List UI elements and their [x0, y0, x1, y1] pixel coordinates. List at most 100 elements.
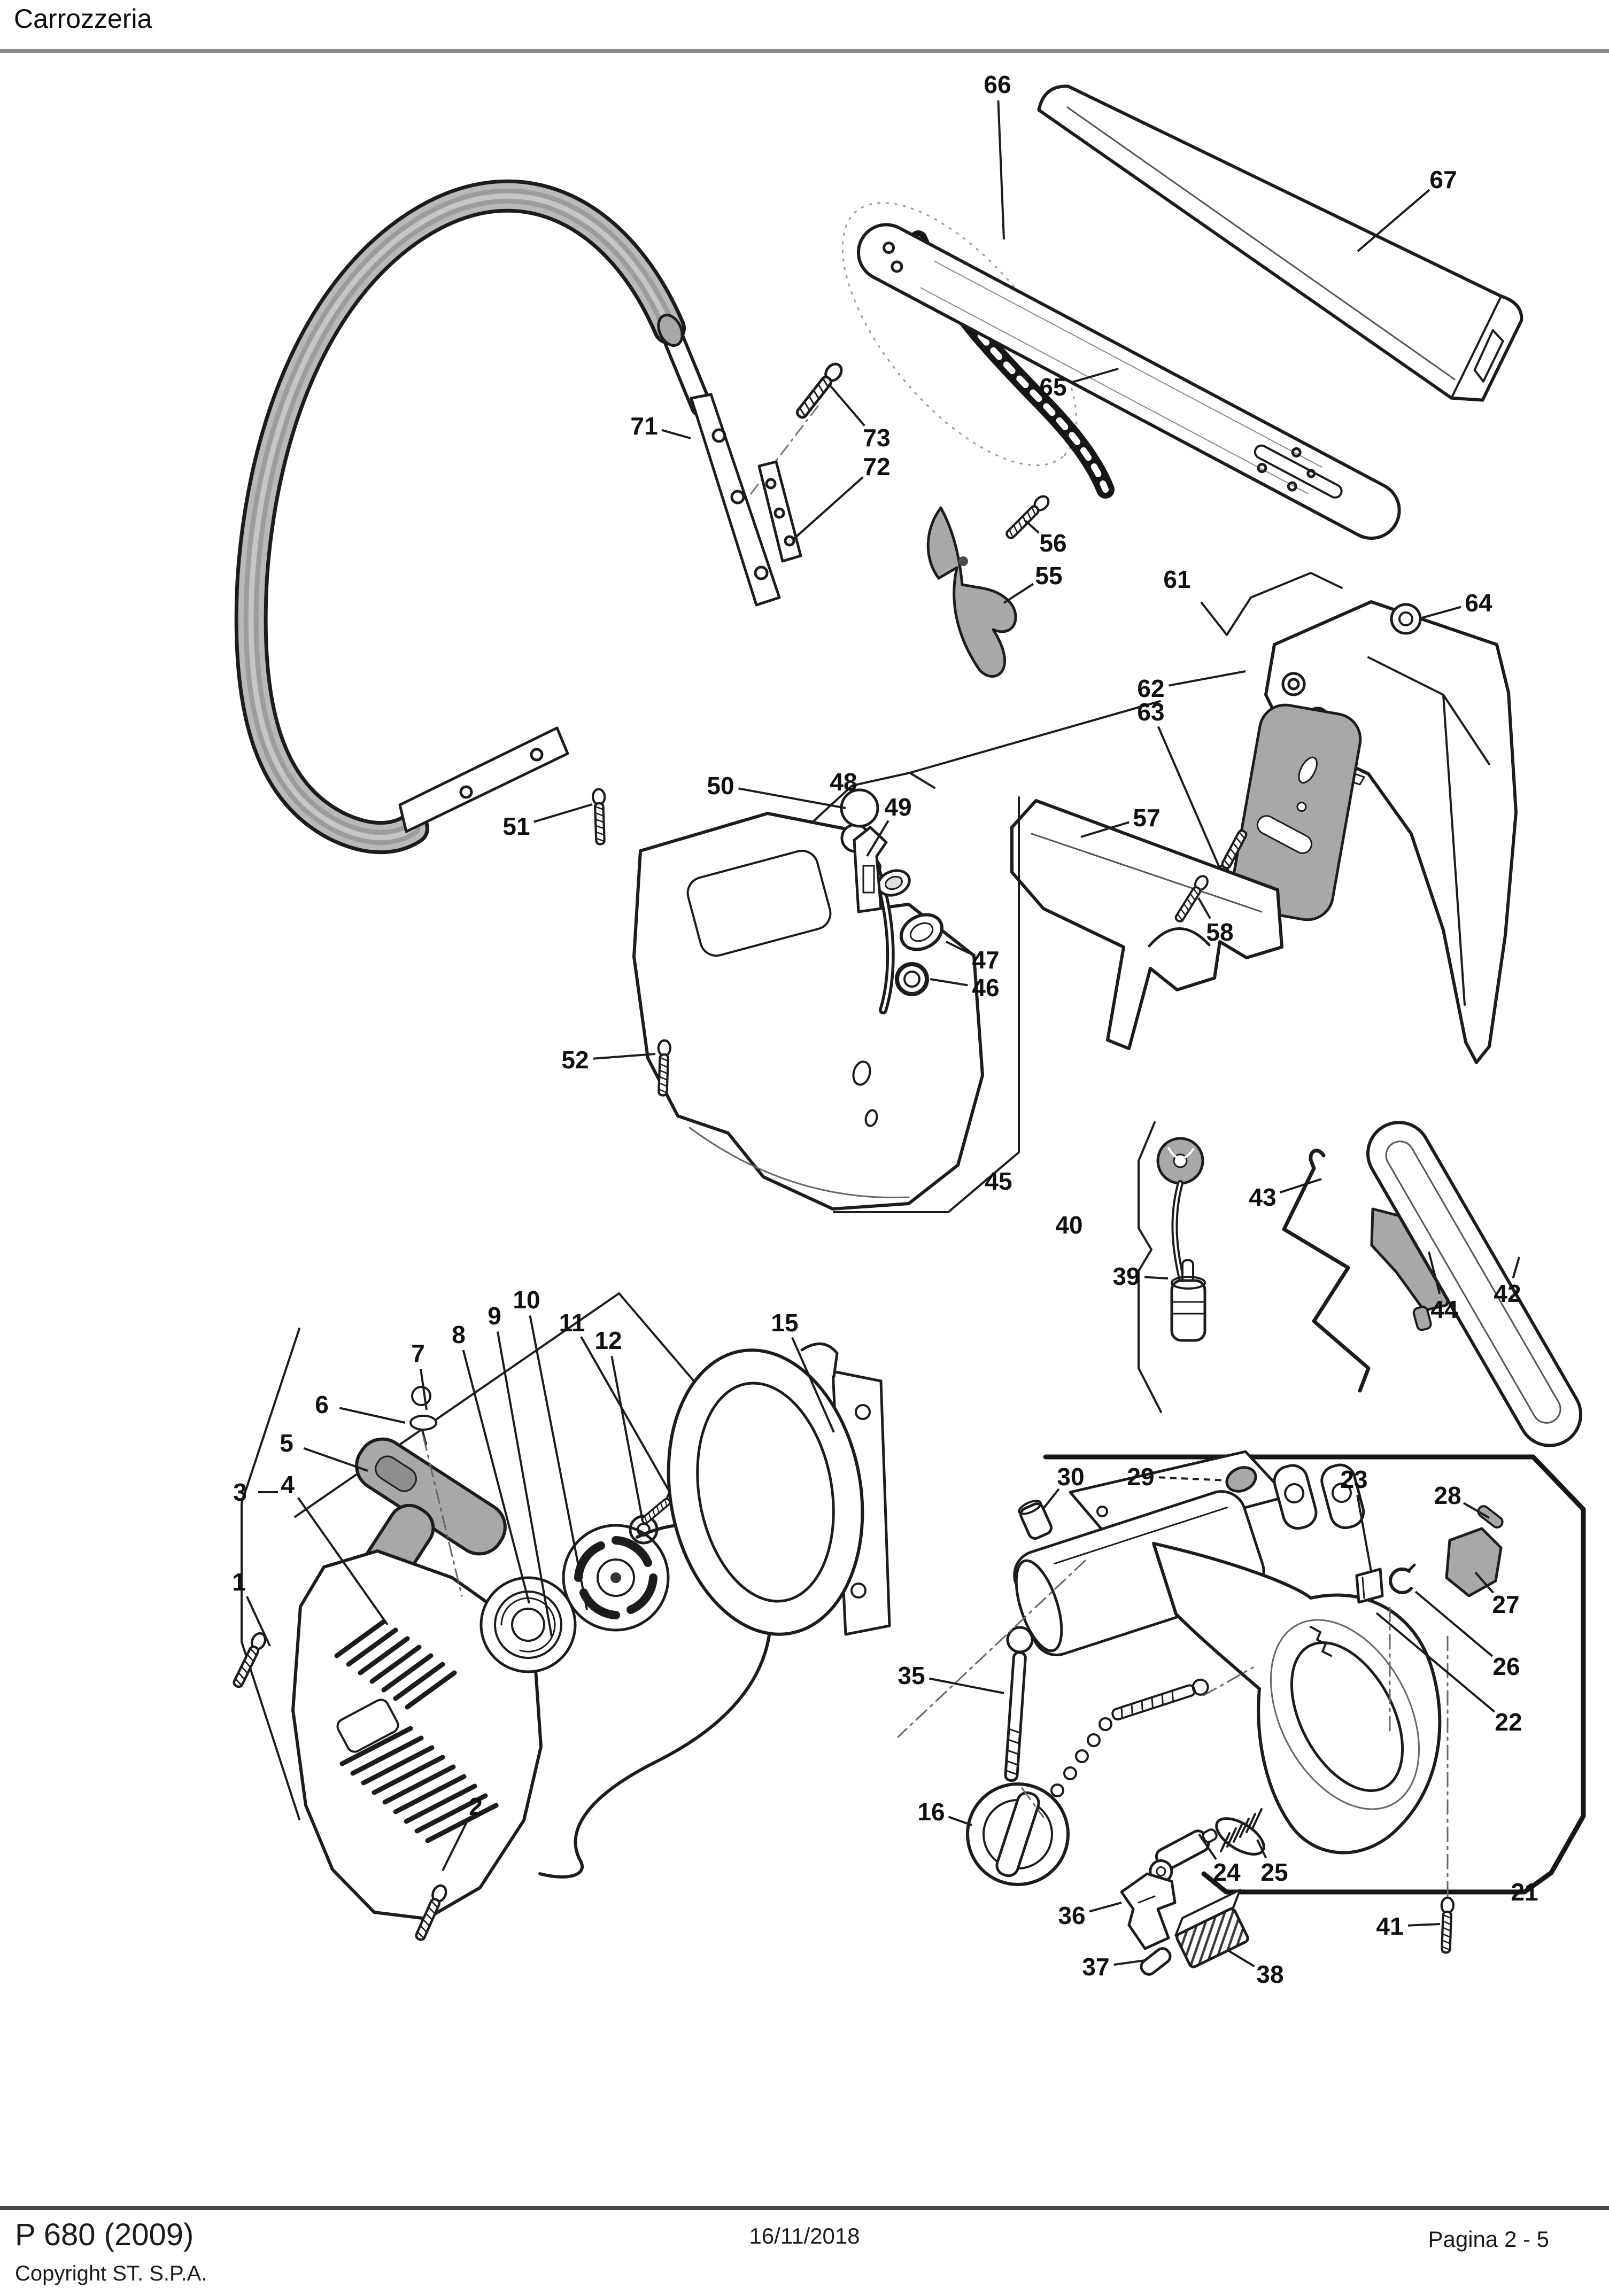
front-handlebar-71 — [234, 179, 781, 855]
rear-handle-body — [1152, 1542, 1442, 1855]
part-label-71: 71 — [630, 412, 657, 440]
part-label-10: 10 — [513, 1286, 540, 1314]
part-label-41: 41 — [1376, 1912, 1403, 1940]
circlip-26 — [1389, 1563, 1416, 1594]
valve-24 — [1149, 1828, 1218, 1883]
group-bracket-3 — [241, 1328, 300, 1820]
screw-41 — [1440, 1897, 1454, 1953]
leader-line-64 — [1421, 606, 1461, 619]
screw-1 — [231, 1631, 268, 1689]
leader-line-11 — [580, 1336, 671, 1493]
throttle-trigger-27 — [1445, 1527, 1503, 1597]
leader-lines — [245, 100, 1520, 1967]
footer-model: P 680 (2009) — [15, 2217, 194, 2252]
leader-line-50 — [738, 787, 846, 809]
part-label-16: 16 — [917, 1798, 945, 1826]
group-bracket-45 — [833, 796, 1020, 1213]
part-label-39: 39 — [1112, 1262, 1140, 1290]
leader-line-73 — [827, 383, 865, 426]
part-label-35: 35 — [898, 1662, 925, 1689]
leader-line-36 — [1089, 1902, 1122, 1913]
leader-line-35 — [929, 1677, 1004, 1694]
oil-cap-47 — [899, 913, 944, 951]
tank-housing-assembly — [632, 812, 984, 1211]
spring-wire-43 — [1282, 1149, 1371, 1393]
part-label-2: 2 — [469, 1793, 483, 1820]
part-label-43: 43 — [1249, 1183, 1276, 1211]
leader-line-47 — [946, 941, 970, 955]
part-label-42: 42 — [1494, 1279, 1521, 1307]
leader-line-46 — [930, 978, 968, 987]
cap-29 — [1225, 1466, 1257, 1493]
part-label-67: 67 — [1429, 166, 1457, 193]
leader-line-44 — [1428, 1251, 1441, 1294]
leader-line-52 — [593, 1053, 656, 1060]
part-label-37: 37 — [1082, 1953, 1109, 1981]
part-label-65: 65 — [1039, 373, 1066, 401]
flywheel-fan — [562, 1524, 670, 1632]
leader-line-16 — [948, 1816, 972, 1826]
part-label-62: 62 — [1137, 674, 1164, 702]
part-label-48: 48 — [830, 768, 857, 796]
part-label-8: 8 — [452, 1321, 466, 1348]
part-label-50: 50 — [707, 772, 734, 800]
leader-line-24 — [1198, 1833, 1217, 1860]
part-label-5: 5 — [280, 1429, 293, 1457]
part-label-9: 9 — [488, 1302, 501, 1330]
chain-guide-57 — [1010, 799, 1283, 1050]
part-label-22: 22 — [1495, 1708, 1522, 1736]
roller-37 — [1140, 1947, 1172, 1976]
fuel-filter-39 — [1170, 1259, 1206, 1342]
leader-line-49 — [866, 820, 889, 857]
leader-line-9 — [496, 1331, 553, 1637]
part-label-49: 49 — [884, 793, 911, 821]
screw-51 — [593, 789, 607, 844]
part-label-63: 63 — [1137, 698, 1164, 726]
leader-line-66 — [997, 100, 1005, 240]
leader-line-2 — [442, 1820, 469, 1871]
leader-line-56 — [1024, 519, 1040, 534]
leader-line-8 — [462, 1349, 530, 1604]
part-label-15: 15 — [771, 1309, 798, 1337]
leader-line-43 — [1279, 1178, 1322, 1194]
leader-line-10 — [529, 1315, 588, 1610]
leader-line-72 — [792, 476, 864, 541]
leader-line-58 — [1197, 897, 1211, 919]
leader-line-25 — [1256, 1839, 1267, 1859]
plug-30 — [1018, 1500, 1053, 1540]
part-label-52: 52 — [561, 1046, 589, 1074]
part-label-1: 1 — [232, 1568, 246, 1596]
leader-line-28 — [1463, 1502, 1490, 1519]
leader-line-62 — [1169, 670, 1246, 687]
part-label-38: 38 — [1256, 1960, 1283, 1988]
leader-line-15 — [791, 1337, 835, 1433]
washer-64 — [1390, 603, 1422, 635]
part-label-24: 24 — [1213, 1858, 1241, 1886]
leader-line-37 — [1113, 1959, 1146, 1966]
part-label-47: 47 — [972, 946, 999, 974]
page-title: Carrozzeria — [14, 4, 152, 34]
leader-line-1 — [245, 1596, 271, 1647]
part-label-26: 26 — [1492, 1653, 1520, 1680]
leader-line-39 — [1144, 1276, 1169, 1279]
part-label-6: 6 — [315, 1391, 329, 1418]
fuel-hose — [1171, 1180, 1185, 1282]
part-label-64: 64 — [1465, 589, 1492, 617]
seal-ring-46 — [895, 962, 929, 996]
part-label-4: 4 — [281, 1471, 295, 1499]
leader-line-51 — [533, 803, 593, 823]
part-label-46: 46 — [972, 974, 999, 1002]
leader-line-27 — [1474, 1571, 1495, 1594]
leader-line-55 — [1003, 583, 1034, 604]
header-rule — [0, 49, 1609, 53]
footer-copyright: Copyright ST. S.P.A. — [15, 2262, 207, 2285]
part-label-28: 28 — [1434, 1481, 1461, 1509]
leader-line-38 — [1226, 1949, 1255, 1967]
leader-line-6 — [339, 1407, 406, 1424]
part-label-55: 55 — [1035, 562, 1062, 589]
leader-line-42 — [1512, 1256, 1520, 1279]
part-label-57: 57 — [1133, 804, 1160, 832]
group-bracket-61 — [1201, 572, 1343, 636]
